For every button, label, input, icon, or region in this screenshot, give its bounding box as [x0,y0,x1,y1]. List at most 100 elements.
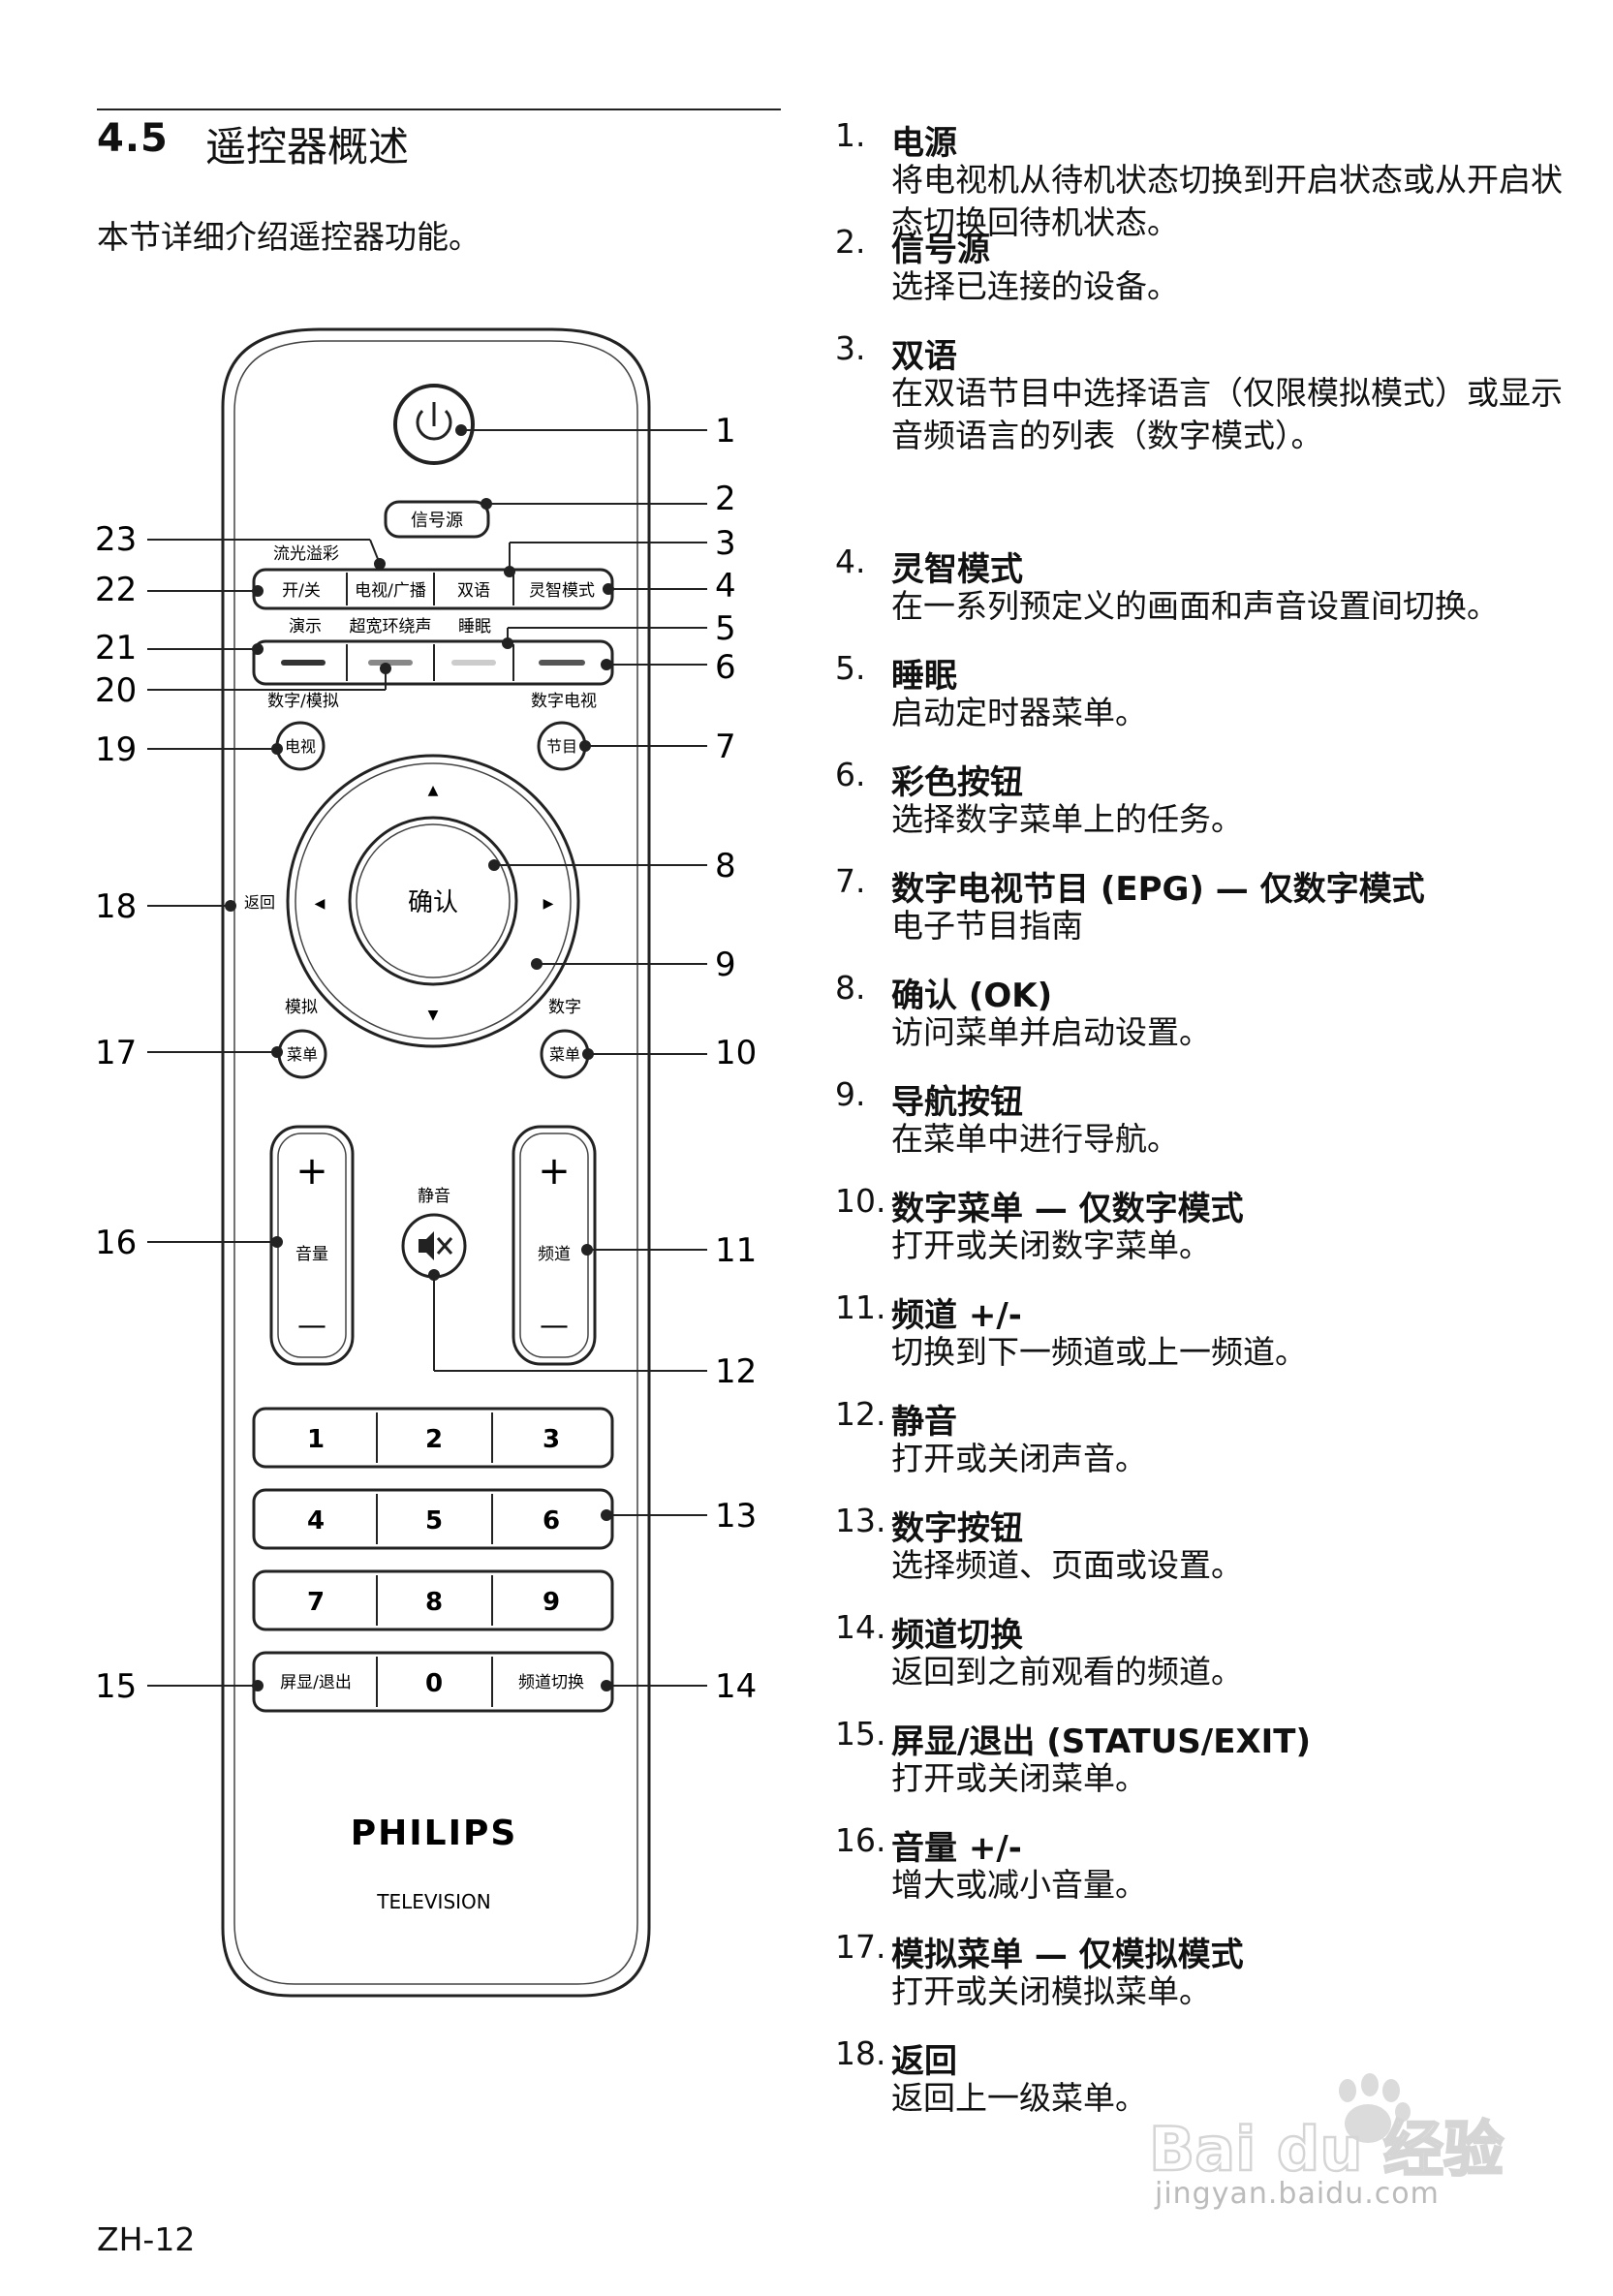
description-number: 8. [835,969,866,1007]
description-number: 12. [835,1395,886,1433]
description-text: 启动定时器菜单。 [891,694,1147,731]
watermark-url: jingyan.baidu.com [1155,2177,1440,2211]
status-exit-button[interactable]: 屏显/退出 [280,1673,352,1692]
source-button[interactable] [384,500,490,539]
description-title: 导航按钮 [891,1083,1023,1122]
description-number: 6. [835,756,866,793]
description-text: 打开或关闭模拟菜单。 [891,1972,1211,2010]
brand-logo: PHILIPS [351,1814,518,1853]
yellow-button[interactable] [451,660,496,666]
key-6[interactable]: 6 [543,1506,560,1536]
description-title: 双语 [891,337,957,376]
digital-tv-label: 数字电视 [531,692,597,711]
callout-3: 3 [715,524,736,563]
description-title: 数字按钮 [891,1509,1023,1548]
key-9[interactable]: 9 [543,1588,560,1617]
callout-19: 19 [95,730,137,769]
description-title: 确认 (OK) [891,977,1053,1015]
sleep-label: 睡眠 [458,617,491,636]
program-label: 节目 [546,737,577,756]
channel-label: 频道 [538,1245,571,1264]
description-text: 打开或关闭数字菜单。 [891,1226,1211,1264]
description-number: 9. [835,1075,866,1113]
ok-button[interactable] [348,816,518,986]
callout-lines [147,424,707,1691]
key-7[interactable]: 7 [307,1588,325,1617]
green-button[interactable] [368,660,413,666]
description-title: 数字菜单 — 仅数字模式 [891,1190,1244,1228]
key-1[interactable]: 1 [307,1425,325,1454]
description-title: 信号源 [891,231,990,269]
description-text: 在菜单中进行导航。 [891,1120,1179,1158]
description-number: 11. [835,1288,886,1326]
description-number: 17. [835,1928,886,1966]
key-8[interactable]: 8 [425,1588,443,1617]
back-label[interactable]: 返回 [244,893,275,912]
remote-diagram: 信号源 流光溢彩 开/关 电视/广播 双语 灵智模式 演示 超宽环绕声 睡眠 数… [95,327,757,1998]
callout-numbers: 1 2 3 4 5 6 7 8 9 10 11 12 13 14 15 16 1… [95,412,757,1706]
digital-menu-label: 菜单 [549,1045,580,1064]
description-title: 数字电视节目 (EPG) — 仅数字模式 [891,870,1425,909]
intro-text: 本节详细介绍遥控器功能。 [97,218,481,256]
section-title: 遥控器概述 [205,123,410,171]
smart-label: 灵智模式 [529,581,595,601]
ch-switch-button[interactable]: 频道切换 [518,1673,584,1692]
description-text: 打开或关闭菜单。 [891,1759,1147,1797]
description-number: 10. [835,1182,886,1220]
callout-16: 16 [95,1224,137,1262]
description-number: 5. [835,649,866,687]
description-title: 彩色按钮 [891,763,1023,802]
callout-1: 1 [715,412,736,450]
onoff-label: 开/关 [282,581,321,601]
description-number: 14. [835,1608,886,1646]
callout-13: 13 [715,1497,757,1536]
key-4[interactable]: 4 [307,1506,325,1536]
key-0[interactable]: 0 [425,1669,443,1698]
description-number: 13. [835,1502,886,1539]
vol-minus-icon[interactable]: — [297,1309,326,1343]
demo-label: 演示 [289,617,322,636]
callout-22: 22 [95,571,137,609]
description-text: 返回到之前观看的频道。 [891,1653,1243,1691]
channel-rocker[interactable] [512,1125,597,1366]
description-number: 16. [835,1821,886,1859]
right-arrow-icon[interactable]: ▶ [543,896,554,912]
down-arrow-icon[interactable]: ▼ [428,1008,439,1023]
description-text: 将电视机从待机状态切换到开启状态或从开启状态切换回待机状态。 [891,161,1563,241]
nav-ring-inner [295,762,572,1039]
description-text: 切换到下一频道或上一频道。 [891,1333,1307,1371]
callout-20: 20 [95,671,137,710]
watermark-logo: Bai du 经验 [1149,2114,1504,2180]
description-text: 电子节目指南 [891,907,1083,945]
key-3[interactable]: 3 [543,1425,560,1454]
up-arrow-icon[interactable]: ▲ [428,783,439,798]
description-title: 电源 [891,124,957,163]
remote-body-inner [233,340,638,1985]
callout-9: 9 [715,946,736,984]
blue-button[interactable] [539,660,585,666]
key-2[interactable]: 2 [425,1425,443,1454]
ch-plus-icon[interactable]: + [538,1149,571,1194]
ok-label: 确认 [408,888,458,917]
baidu-watermark: Bai du 经验 [1149,2073,1504,2180]
analog-label: 模拟 [285,998,318,1017]
page-number: ZH-12 [97,2220,196,2258]
key-5[interactable]: 5 [425,1506,443,1536]
description-text: 访问菜单并启动设置。 [891,1013,1211,1051]
keypad [252,1407,614,1713]
left-arrow-icon[interactable]: ◀ [315,896,326,912]
ch-minus-icon[interactable]: — [540,1309,569,1343]
description-text: 在双语节目中选择语言（仅限模拟模式）或显示音频语言的列表（数字模式）。 [891,374,1563,454]
description-number: 1. [835,116,866,154]
volume-label: 音量 [295,1245,328,1264]
dual-label: 双语 [457,581,490,601]
red-button[interactable] [281,660,326,666]
callout-6: 6 [715,648,736,687]
description-number: 15. [835,1715,886,1753]
surround-label: 超宽环绕声 [350,617,432,636]
ok-button-inner [356,823,511,978]
volume-rocker[interactable] [269,1125,355,1366]
source-label: 信号源 [411,511,463,531]
vol-plus-icon[interactable]: + [295,1149,328,1194]
tv-label: 电视 [285,737,316,756]
